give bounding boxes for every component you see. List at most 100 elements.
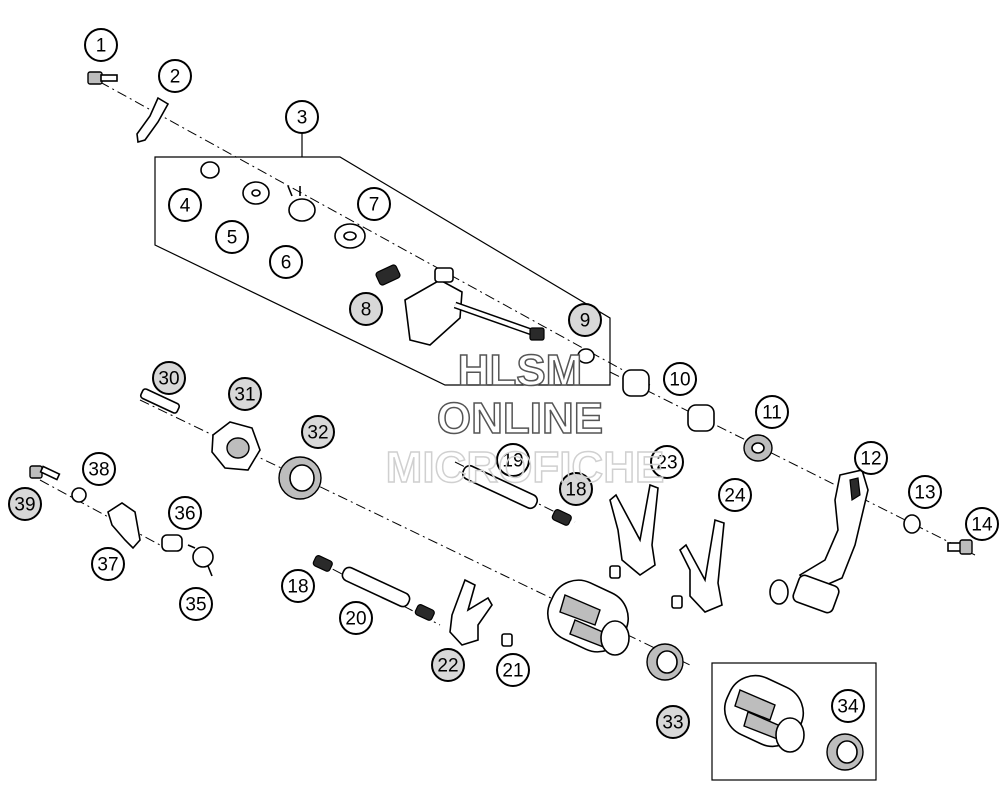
part-spring-18a [551,509,572,526]
part-bearing-32 [278,456,322,500]
svg-text:18: 18 [287,577,308,598]
callout-39: 39 [8,487,42,521]
part-seal-11 [743,434,773,462]
svg-text:36: 36 [174,504,195,525]
callout-36: 36 [168,496,202,530]
svg-text:20: 20 [345,609,366,630]
part-washer-13 [903,514,921,534]
svg-text:10: 10 [669,370,690,391]
callout-37: 37 [91,547,125,581]
svg-text:12: 12 [860,449,881,470]
svg-text:19: 19 [502,451,523,472]
callout-11: 11 [755,395,789,429]
svg-text:9: 9 [580,311,591,332]
svg-text:14: 14 [971,515,993,536]
callout-5: 5 [215,220,249,254]
svg-text:6: 6 [281,253,292,274]
watermark-line-1: HLSM [458,346,583,395]
callout-6: 6 [269,245,303,279]
watermark: HLSM ONLINE MICROFICHE [385,345,665,493]
part-pin-21 [501,633,513,647]
part-spring-6 [287,185,316,222]
callout-4: 4 [168,188,202,222]
svg-text:4: 4 [180,196,191,217]
svg-text:38: 38 [88,460,109,481]
axis-rail-lower [314,559,441,626]
callout-32: 32 [301,415,335,449]
svg-text:33: 33 [662,713,683,734]
callout-20: 20 [339,601,373,635]
part-bolt-39 [29,465,61,481]
callout-22: 22 [431,648,465,682]
callout-1: 1 [84,28,118,62]
svg-text:24: 24 [724,486,746,507]
callout-18-lower: 18 [281,569,315,603]
part-bushings-10 [622,369,715,432]
svg-text:34: 34 [837,697,859,718]
part-spring-8 [375,264,401,286]
svg-text:8: 8 [361,300,372,321]
svg-text:13: 13 [914,483,935,504]
part-shift-drum [547,579,630,656]
part-shift-shaft [404,267,545,346]
part-fork-24 [679,518,725,613]
callout-10: 10 [663,362,697,396]
callout-30: 30 [152,361,186,395]
svg-text:5: 5 [227,228,238,249]
part-spring-7 [334,223,366,249]
callout-23: 23 [650,445,684,479]
part-bolt-1 [87,71,118,85]
callout-33: 33 [656,705,690,739]
part-spring-18c [414,604,435,621]
callout-18-upper: 18 [559,472,593,506]
part-bearing-drum [646,643,684,681]
callout-14: 14 [965,507,999,541]
svg-text:30: 30 [158,369,179,390]
part-star-31 [211,421,261,471]
part-bolt-14 [947,539,973,555]
svg-text:3: 3 [297,108,308,129]
svg-text:1: 1 [96,36,107,57]
assembly-33-outline [711,662,877,781]
assembly-3-outline [154,156,611,386]
callout-12: 12 [854,441,888,475]
part-spring-18b [312,555,333,572]
callout-21: 21 [496,653,530,687]
part-bearing-34 [826,733,864,771]
callout-9: 9 [568,303,602,337]
svg-text:39: 39 [14,495,35,516]
svg-text:11: 11 [762,403,782,424]
callout-38: 38 [82,452,116,486]
svg-text:31: 31 [234,385,255,406]
callout-34: 34 [831,689,865,723]
callout-13: 13 [908,475,942,509]
part-fork-22 [449,578,493,646]
part-circlip-4 [200,161,220,179]
callout-7: 7 [357,187,391,221]
part-shift-lever-12 [769,469,869,614]
axis-left [39,479,161,546]
callout-2: 2 [158,59,192,93]
callout-31: 31 [228,377,262,411]
watermark-line-2: ONLINE [437,394,603,443]
part-washer-38 [71,487,87,503]
part-lever-2 [136,96,170,144]
axis-top [99,81,651,386]
svg-text:23: 23 [656,453,677,474]
callout-19: 19 [496,443,530,477]
svg-text:37: 37 [97,555,118,576]
callout-3: 3 [285,100,319,134]
svg-text:22: 22 [437,656,458,677]
svg-text:32: 32 [307,423,328,444]
svg-text:21: 21 [502,661,523,682]
svg-text:18: 18 [565,480,586,501]
callout-35: 35 [179,587,213,621]
callout-24: 24 [718,478,752,512]
part-spring-35 [187,544,214,577]
part-washer-5 [242,181,270,205]
part-ring-9 [577,348,595,364]
svg-text:7: 7 [369,195,380,216]
svg-text:2: 2 [170,67,181,88]
watermark-line-3: MICROFICHE [386,443,665,492]
